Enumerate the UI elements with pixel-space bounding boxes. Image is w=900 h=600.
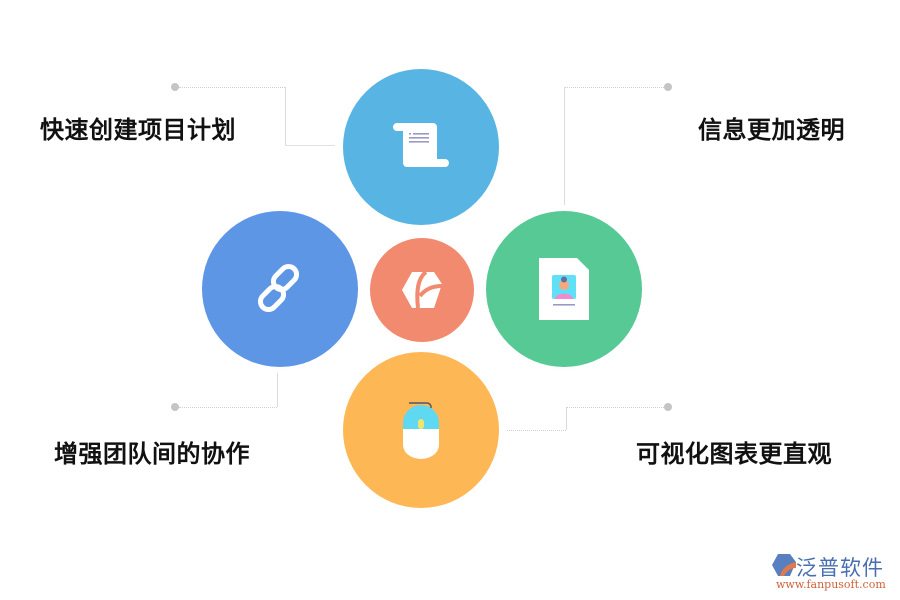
watermark-url: www.fanpusoft.com [776,578,886,591]
connector-line [564,87,664,88]
feature-node-bottom [343,352,499,508]
connector-line [179,407,277,408]
chain-link-icon [257,263,300,313]
connector-line [285,145,335,146]
feature-label-bottom: 可视化图表更直观 [636,440,832,468]
connector-dot-bottom-right [664,403,672,411]
connector-dot-top-right [664,83,672,91]
connector-line [566,407,567,430]
feature-node-top [343,69,499,225]
feature-node-left [202,211,358,367]
feature-label-right: 信息更加透明 [698,116,845,144]
scroll-document-icon [393,123,449,167]
watermark-logo: 泛普软件 www.fanpusoft.com [768,552,893,597]
computer-mouse-icon [403,402,439,459]
profile-document-icon [539,258,589,320]
brand-logo-icon [402,270,443,309]
connector-line [285,87,286,145]
connector-line [179,87,285,88]
connector-dot-bottom-left [171,403,179,411]
watermark-brand-name: 泛普软件 [796,556,884,580]
feature-label-top: 快速创建项目计划 [40,116,236,144]
connector-line [507,430,566,431]
center-brand-node [370,238,474,342]
connector-line [564,87,565,205]
feature-label-left: 增强团队间的协作 [54,440,250,468]
connector-line [566,407,664,408]
feature-node-right [486,211,642,367]
connector-dot-top-left [171,83,179,91]
connector-line [277,373,278,407]
fanpu-logo-icon [772,554,796,576]
